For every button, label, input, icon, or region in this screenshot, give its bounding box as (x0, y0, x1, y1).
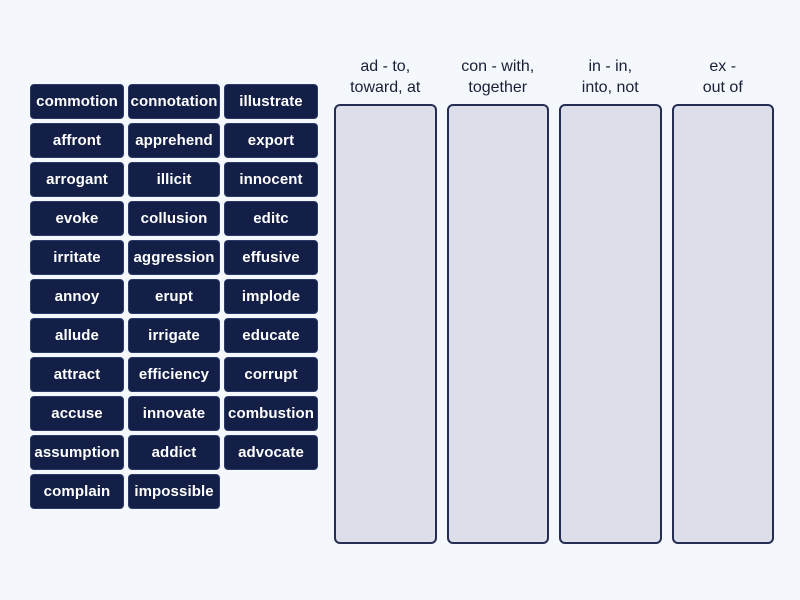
word-tile[interactable]: irritate (30, 240, 124, 275)
word-tile[interactable]: collusion (128, 201, 220, 236)
category-column: ex - out of (671, 52, 774, 544)
word-tile[interactable]: affront (30, 123, 124, 158)
category-title: ad - to, toward, at (350, 58, 421, 96)
word-tile[interactable]: erupt (128, 279, 220, 314)
word-tile[interactable]: advocate (224, 435, 318, 470)
word-tile[interactable]: educate (224, 318, 318, 353)
category-column: con - with, together (446, 52, 549, 544)
category-title: ex - out of (702, 58, 743, 96)
word-tile[interactable]: allude (30, 318, 124, 353)
word-tile[interactable]: innocent (224, 162, 318, 197)
word-tile[interactable]: innovate (128, 396, 220, 431)
word-tile[interactable]: implode (224, 279, 318, 314)
word-tile[interactable]: editc (224, 201, 318, 236)
word-tile[interactable]: illustrate (224, 84, 318, 119)
word-tile[interactable]: effusive (224, 240, 318, 275)
category-drop-zone[interactable] (334, 104, 437, 544)
category-drop-zone[interactable] (446, 104, 549, 544)
word-tile[interactable]: commotion (30, 84, 124, 119)
word-tile[interactable]: corrupt (224, 357, 318, 392)
category-column: in - in, into, not (559, 52, 662, 544)
category-title: con - with, together (461, 58, 535, 96)
word-tile[interactable]: export (224, 123, 318, 158)
word-tile[interactable]: illicit (128, 162, 220, 197)
category-title: in - in, into, not (581, 58, 639, 96)
word-tile[interactable]: connotation (128, 84, 220, 119)
word-tile[interactable]: addict (128, 435, 220, 470)
category-drop-zone[interactable] (671, 104, 774, 544)
category-drop-zone[interactable] (559, 104, 662, 544)
word-tile[interactable]: complain (30, 474, 124, 509)
word-tile[interactable]: impossible (128, 474, 220, 509)
word-tile[interactable]: apprehend (128, 123, 220, 158)
word-tile[interactable]: annoy (30, 279, 124, 314)
word-tile[interactable]: arrogant (30, 162, 124, 197)
word-tile[interactable]: evoke (30, 201, 124, 236)
word-tile[interactable]: combustion (224, 396, 318, 431)
word-tile[interactable]: assumption (30, 435, 124, 470)
word-tile[interactable]: accuse (30, 396, 124, 431)
word-tile[interactable]: efficiency (128, 357, 220, 392)
word-tile[interactable]: irrigate (128, 318, 220, 353)
category-columns: ad - to, toward, at con - with, together i… (334, 52, 774, 544)
word-tile[interactable]: aggression (128, 240, 220, 275)
category-column: ad - to, toward, at (334, 52, 437, 544)
word-tile[interactable]: attract (30, 357, 124, 392)
